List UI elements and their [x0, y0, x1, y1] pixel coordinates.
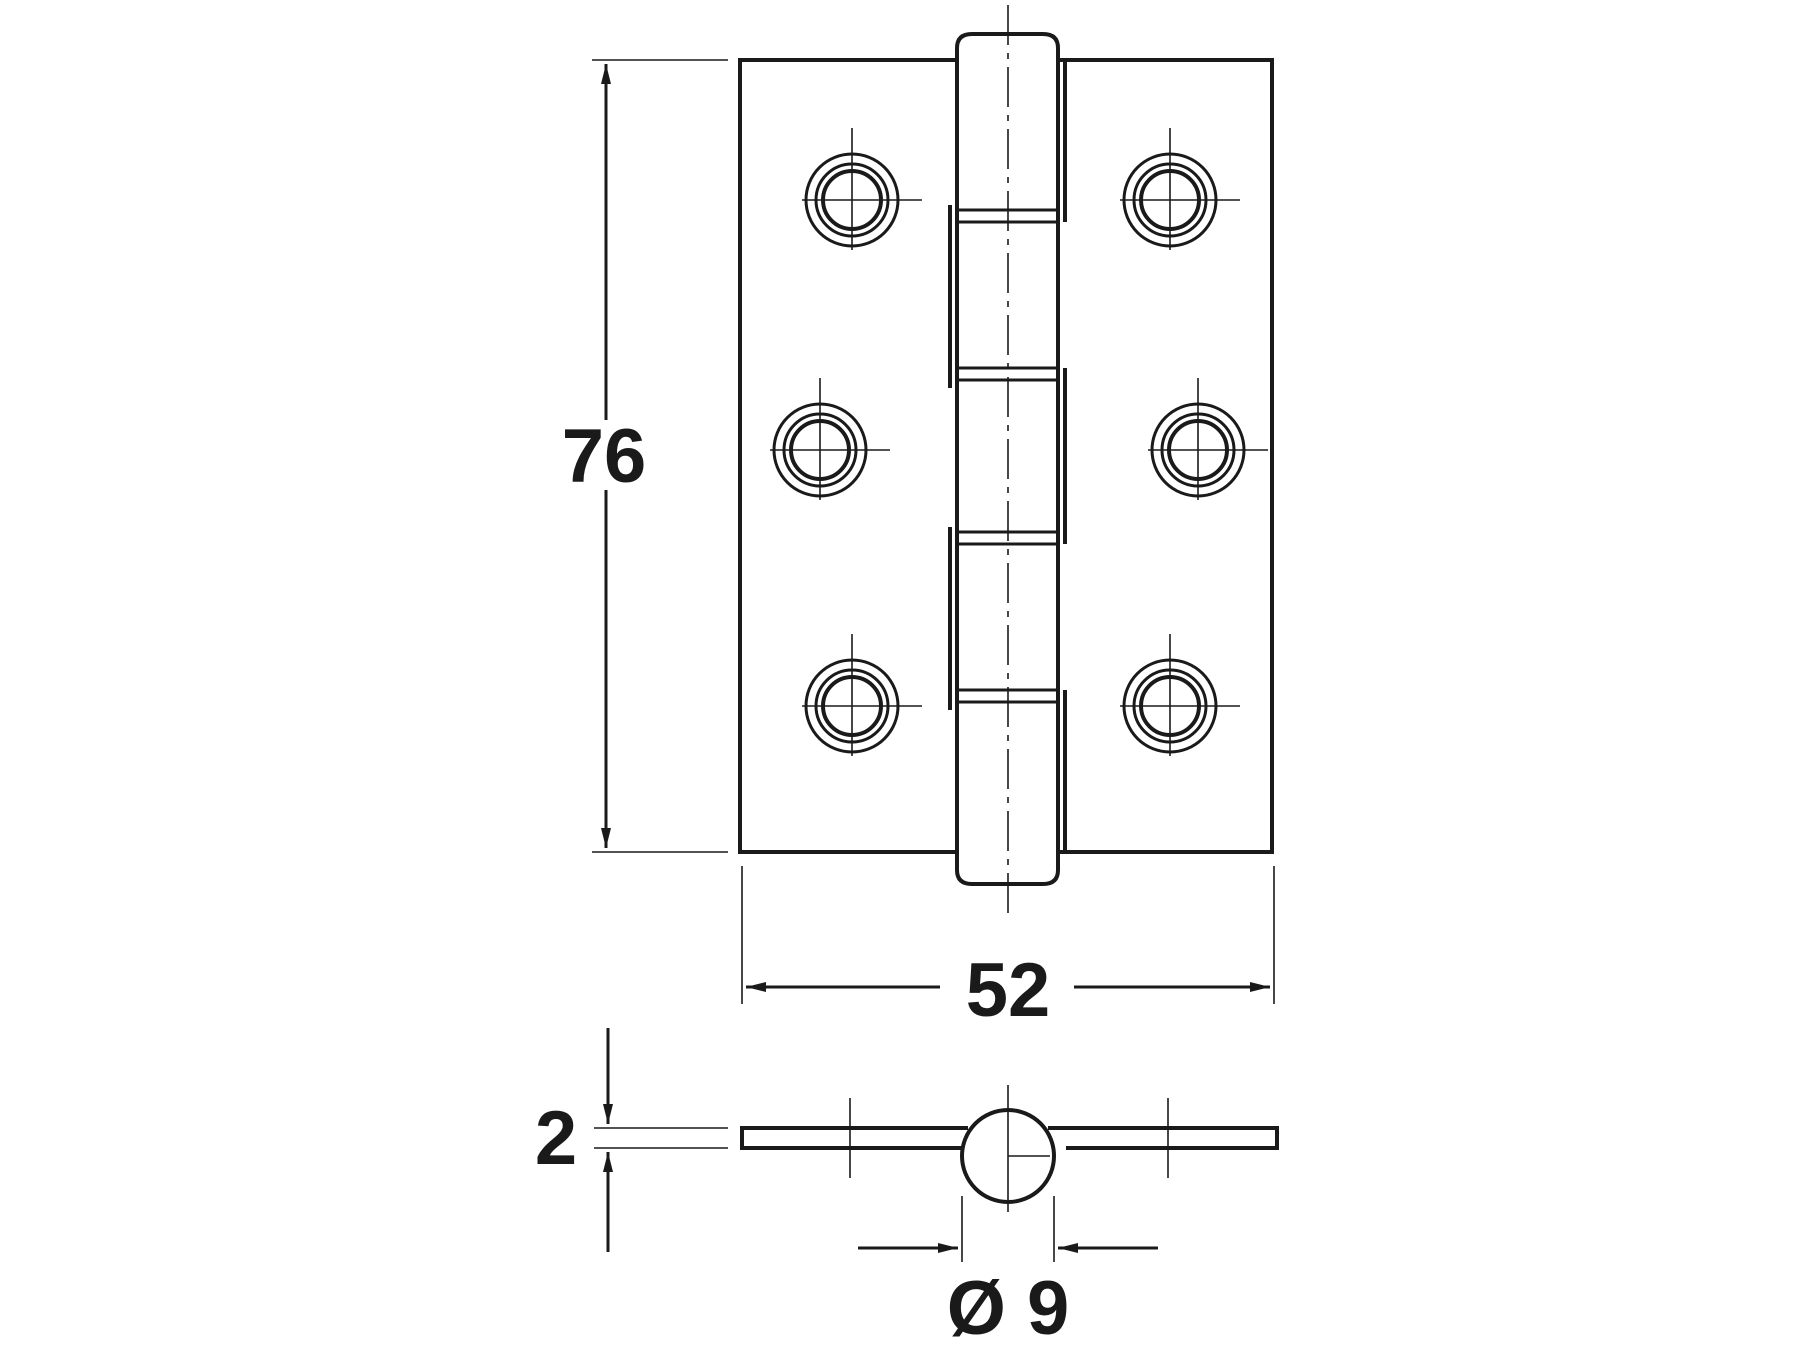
end-view: [740, 1085, 1279, 1212]
knuckle-barrel: [955, 32, 1060, 886]
right-leaf-outline: [1057, 58, 1274, 854]
screw-hole-icon: [1120, 634, 1240, 756]
end-left-leaf: [740, 1126, 968, 1150]
screw-hole-icon: [770, 378, 890, 500]
screw-hole-icon: [1120, 128, 1240, 250]
width-label: 52: [966, 948, 1051, 1033]
height-dimension: 76: [562, 59, 728, 853]
thickness-dimension: 2: [535, 1028, 728, 1252]
screw-hole-icon: [802, 634, 922, 756]
end-right-leaf: [1048, 1126, 1279, 1150]
screw-holes: [770, 128, 1268, 756]
diameter-label: Ø 9: [947, 1266, 1070, 1350]
height-label: 76: [562, 414, 647, 499]
left-leaf-outline: [738, 58, 957, 854]
screw-hole-icon: [802, 128, 922, 250]
front-view: [738, 5, 1274, 915]
width-dimension: 52: [741, 866, 1275, 1033]
screw-hole-icon: [1148, 378, 1268, 500]
thickness-label: 2: [535, 1096, 577, 1181]
diameter-dimension: Ø 9: [858, 1196, 1158, 1350]
